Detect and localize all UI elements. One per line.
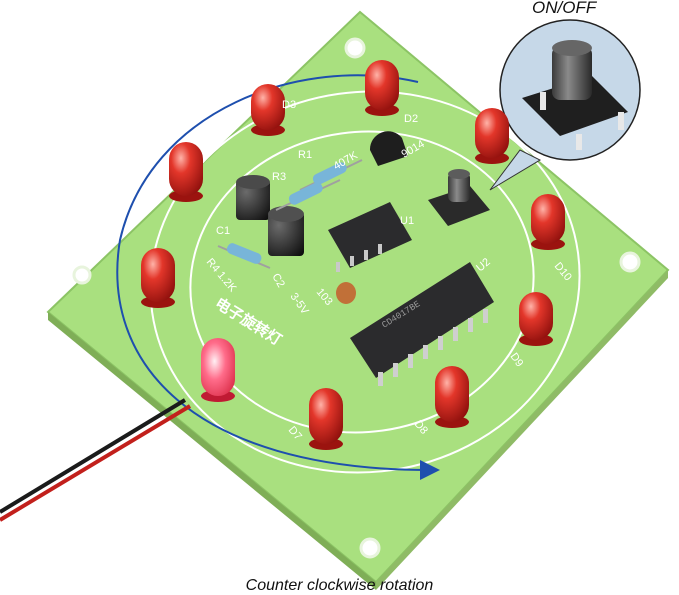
ic-u1	[328, 202, 412, 272]
led-d7	[309, 388, 343, 450]
resistor-r4	[217, 243, 271, 269]
led-d2	[365, 60, 399, 116]
transistor-9014	[369, 131, 408, 166]
silk-c1: C1	[216, 225, 230, 237]
mounting-hole	[344, 37, 366, 59]
led-d9	[519, 292, 553, 346]
mounting-hole	[72, 265, 92, 285]
led-d1	[475, 108, 509, 164]
capacitor-c1	[236, 175, 270, 220]
led-d6-lit	[201, 338, 235, 402]
led-d3	[251, 84, 285, 136]
resistor-r1	[299, 159, 363, 191]
mounting-hole	[359, 537, 381, 559]
silk-d3: D3	[282, 99, 296, 111]
mounting-hole	[619, 251, 641, 273]
silk-ring-inner	[189, 130, 535, 434]
power-wire-red	[0, 404, 192, 522]
counter-clockwise-arrow-icon	[116, 74, 440, 480]
led-d8	[435, 366, 469, 428]
capacitor-c2	[268, 206, 304, 256]
led-d4	[169, 142, 203, 202]
capacitor-c3-ceramic	[336, 282, 356, 304]
led-d10	[531, 194, 565, 250]
on-off-label: ON/OFF	[532, 0, 597, 17]
silk-d2: D2	[404, 113, 418, 125]
push-button[interactable]	[428, 169, 490, 226]
push-button-switch-icon	[499, 19, 641, 161]
rotation-caption: Counter clockwise rotation	[245, 577, 434, 594]
callout-pointer	[489, 149, 542, 191]
silk-r1: R1	[298, 149, 312, 161]
power-wire-black	[0, 398, 187, 514]
pcb-edge	[48, 312, 376, 590]
silk-r3: R3	[272, 171, 286, 183]
led-d5	[141, 248, 175, 308]
silk-u1: U1	[400, 215, 414, 227]
pcb-edge-right	[376, 270, 668, 590]
resistor-r3	[275, 179, 341, 211]
silk-ring-outer	[149, 90, 581, 474]
